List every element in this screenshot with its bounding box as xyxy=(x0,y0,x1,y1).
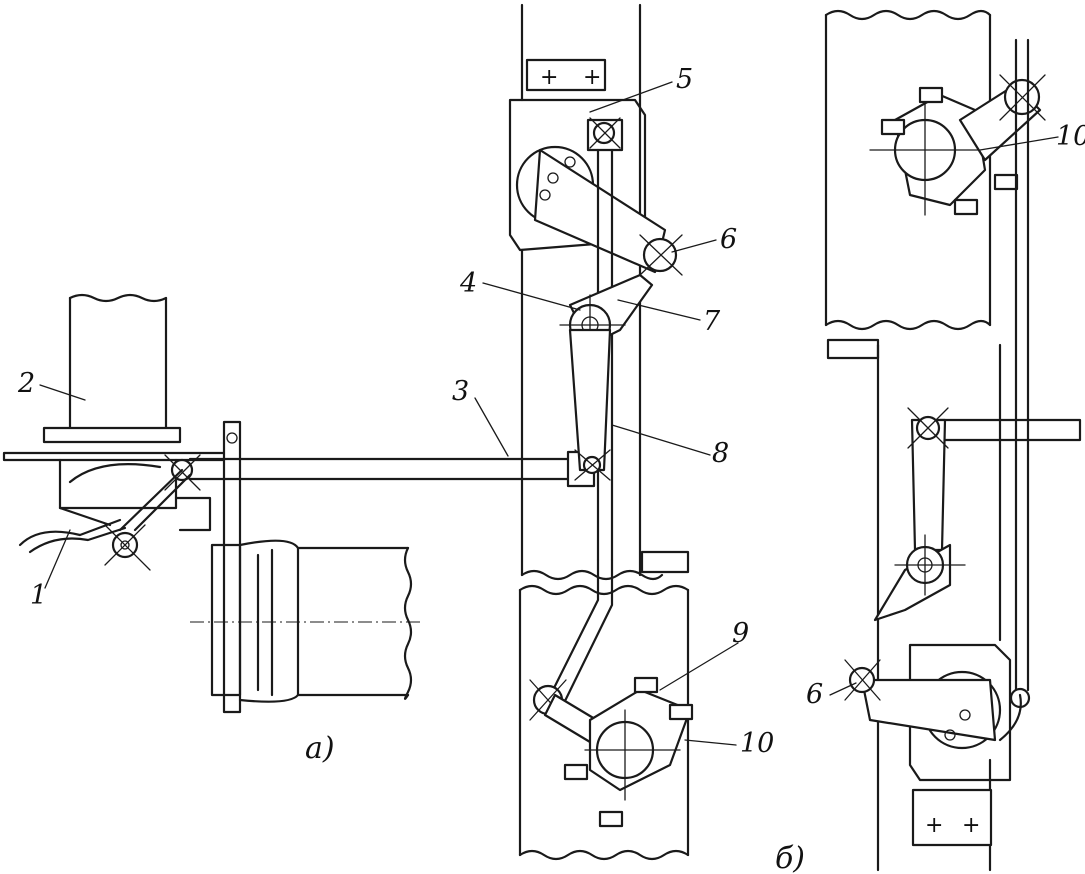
lever-5-6 xyxy=(515,117,683,562)
caption-a: а) xyxy=(305,731,335,766)
drum xyxy=(190,539,420,703)
column-lower xyxy=(518,550,694,861)
label-1: 1 xyxy=(30,580,47,611)
bracket-housing xyxy=(2,426,234,571)
shaft-b xyxy=(826,338,1082,442)
label-9: 9 xyxy=(732,618,749,649)
lever-b xyxy=(844,407,1022,750)
view-a: + + xyxy=(2,3,694,861)
svg-text:+: + xyxy=(583,65,601,90)
label-2: 2 xyxy=(17,368,35,399)
label-3: 3 xyxy=(452,376,469,407)
column-b-lower: + + xyxy=(876,343,1012,872)
label-4: 4 xyxy=(459,268,477,299)
leader-lines xyxy=(39,81,1059,746)
lever-4-7-8 xyxy=(559,273,654,481)
svg-text:+: + xyxy=(925,813,943,838)
label-7: 7 xyxy=(703,306,721,337)
label-6-a: 6 xyxy=(720,224,737,255)
svg-text:+: + xyxy=(962,813,980,838)
label-5: 5 xyxy=(676,64,693,95)
label-6-b: 6 xyxy=(806,679,823,710)
label-10-b: 10 xyxy=(1056,121,1085,152)
bent-rod xyxy=(546,558,614,707)
column-b-upper xyxy=(824,9,1046,331)
caption-b: б) xyxy=(775,841,805,874)
view-b: + + xyxy=(824,9,1082,872)
label-8: 8 xyxy=(712,438,729,469)
plate xyxy=(222,420,242,714)
part-labels: 1 2 3 4 5 6 7 8 9 10 10 6 xyxy=(17,64,1085,759)
svg-text:+: + xyxy=(540,65,558,90)
post-2 xyxy=(68,293,168,430)
column-upper: + + xyxy=(508,3,664,581)
rod-3 xyxy=(188,450,596,488)
long-rod-b xyxy=(1009,38,1031,709)
label-10-a: 10 xyxy=(740,728,774,759)
